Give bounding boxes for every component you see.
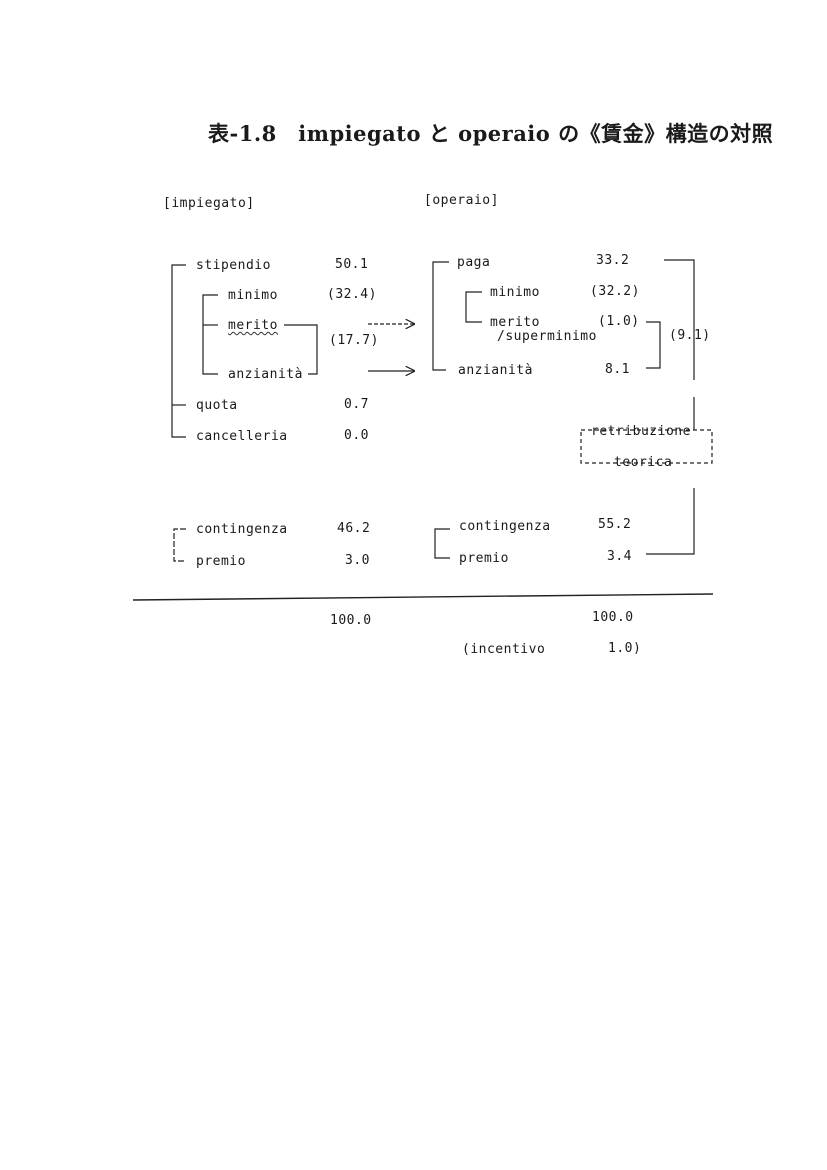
impiegato-merito-anzianita-value: (17.7) <box>329 333 379 348</box>
impiegato-minimo-label: minimo <box>228 288 278 303</box>
operaio-incentivo-value: 1.0) <box>608 641 642 656</box>
operaio-incentivo-label: (incentivo <box>462 642 546 657</box>
operaio-premio-label: premio <box>459 551 509 566</box>
operaio-contingenza-label: contingenza <box>459 519 551 534</box>
impiegato-premio-label: premio <box>196 554 246 569</box>
operaio-anzianita-value: 8.1 <box>605 362 630 377</box>
impiegato-stipendio-value: 50.1 <box>335 257 369 272</box>
impiegato-merito-label: merito <box>228 318 278 333</box>
operaio-header: [operaio] <box>424 193 499 208</box>
page-title: 表-1.8 impiegato と operaio の《賃金》構造の対照 <box>208 121 774 146</box>
impiegato-quota-value: 0.7 <box>344 397 369 412</box>
impiegato-premio-value: 3.0 <box>345 553 370 568</box>
operaio-paga-value: 33.2 <box>596 253 630 268</box>
impiegato-cancelleria-label: cancelleria <box>196 429 288 444</box>
impiegato-contingenza-label: contingenza <box>196 522 288 537</box>
operaio-group-value: (9.1) <box>669 328 711 343</box>
operaio-merito-value: (1.0) <box>598 314 640 329</box>
operaio-minimo-label: minimo <box>490 285 540 300</box>
operaio-anzianita-label: anzianità <box>458 363 533 378</box>
impiegato-minimo-value: (32.4) <box>327 287 377 302</box>
operaio-minimo-value: (32.2) <box>590 284 640 299</box>
operaio-paga-label: paga <box>457 255 491 270</box>
operaio-contingenza-value: 55.2 <box>598 517 632 532</box>
impiegato-header: [impiegato] <box>163 196 255 211</box>
retribuzione-line2: teorica <box>614 455 673 470</box>
impiegato-total: 100.0 <box>330 613 372 628</box>
impiegato-contingenza-value: 46.2 <box>337 521 371 536</box>
operaio-total: 100.0 <box>592 610 634 625</box>
impiegato-quota-label: quota <box>196 398 238 413</box>
impiegato-cancelleria-value: 0.0 <box>344 428 369 443</box>
operaio-merito-sub: /superminimo <box>497 329 597 344</box>
impiegato-anzianita-label: anzianità <box>228 367 303 382</box>
operaio-premio-value: 3.4 <box>607 549 632 564</box>
retribuzione-line1: retribuzione <box>591 424 691 439</box>
impiegato-stipendio-label: stipendio <box>196 258 271 273</box>
operaio-merito-label: merito <box>490 315 540 330</box>
